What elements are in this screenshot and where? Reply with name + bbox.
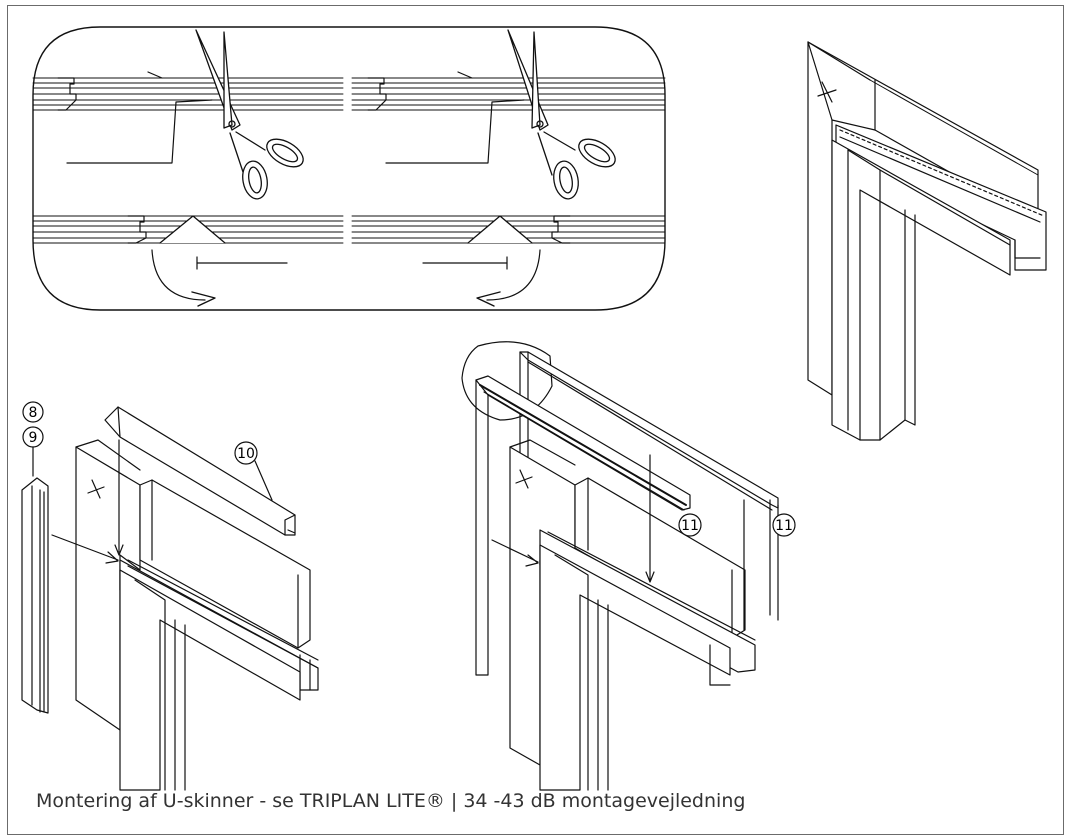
arrow-right-middle-icon [491, 539, 539, 567]
scissors-right-icon [507, 29, 616, 200]
drawing-frame [7, 5, 1064, 835]
callout-8 [22, 401, 44, 423]
arrow-right-icon [51, 534, 119, 564]
caption: Montering af U-skinner - se TRIPLAN LITE… [36, 790, 746, 812]
v-notch-right [467, 215, 533, 244]
callout-10 [234, 441, 258, 465]
profile-end-left-upper [57, 77, 77, 111]
cutting-detail [32, 26, 666, 311]
bend-arrow-right-head [476, 291, 501, 307]
callout-11-left-label: 11 [681, 518, 699, 534]
loose-profile [21, 477, 49, 714]
bend-arrow-right [486, 249, 541, 301]
glass-edge [869, 79, 1039, 176]
corner-assembly-top-rail: 11 11 [461, 341, 796, 791]
corner-detail-circle [461, 341, 553, 421]
door-frame-left [119, 569, 301, 791]
callout-8-label: 8 [29, 405, 38, 421]
v-notch-left [159, 215, 226, 244]
corner-assembly-finished [807, 41, 1047, 441]
profile-end-right-lower [551, 215, 571, 244]
rail-upper-left [32, 77, 344, 111]
bend-arrow-left-head [191, 291, 216, 307]
callout-11-right-label: 11 [775, 518, 793, 534]
bend-arrow-left [151, 249, 206, 301]
arrow-down-middle-icon [645, 454, 655, 583]
wall-mark-middle-icon [515, 469, 533, 489]
callout-11-left [678, 513, 702, 537]
leader-right [385, 99, 525, 164]
wall-mark-left-icon [87, 479, 105, 499]
callout-10-label: 10 [237, 446, 255, 462]
wall-mark-icon [817, 81, 837, 103]
detail-outline [32, 26, 666, 311]
door-frame-middle [539, 544, 731, 791]
leader-left [66, 99, 213, 164]
rail-upper-right [351, 77, 666, 111]
corner-assembly-fitting: 8 9 10 [21, 401, 319, 791]
callout-11-right [772, 513, 796, 537]
profile-end-left-lower [127, 215, 147, 244]
arrow-down-icon [114, 439, 124, 556]
scissors-left-icon [195, 29, 304, 200]
callout-9-label: 9 [29, 430, 38, 446]
profile-end-right-upper [367, 77, 387, 111]
door-frame [831, 139, 1011, 441]
